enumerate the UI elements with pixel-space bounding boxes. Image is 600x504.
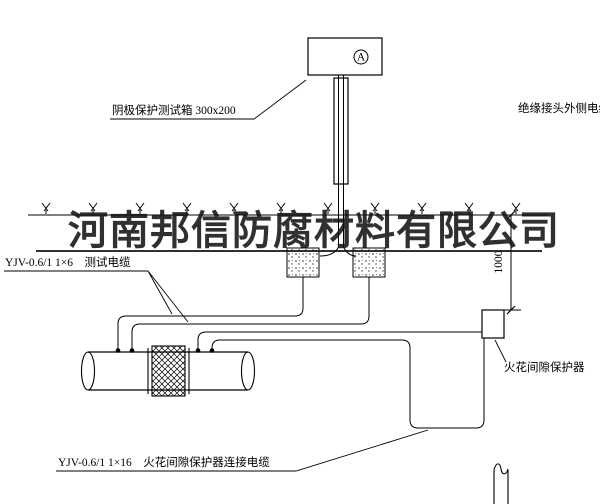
cable-protection-blocks	[286, 247, 386, 278]
label-test-cable: YJV-0.6/1 1×6 测试电缆	[5, 256, 131, 269]
connection-dot	[129, 348, 135, 353]
ammeter-symbol: A	[357, 52, 366, 64]
label-leaders	[4, 79, 507, 472]
watermark-text: 河南邦信防腐材料有限公司	[68, 208, 560, 253]
pipe-break-symbol	[493, 463, 509, 504]
test-cable-wire-2	[131, 277, 370, 351]
leader-connection-cable	[56, 429, 429, 472]
cable-wires	[117, 277, 485, 429]
connection-dot	[195, 348, 201, 353]
pipe-end-left	[80, 351, 96, 391]
watermark: 河南邦信防腐材料有限公司	[36, 208, 560, 253]
test-box: A	[307, 37, 383, 76]
dimension-line	[504, 210, 521, 315]
conduit-riser	[319, 75, 357, 257]
label-outer-cable: 绝缘接头外侧电缆	[518, 101, 600, 115]
leader-test-box	[110, 79, 307, 120]
leader-spark-gap	[494, 339, 507, 363]
spark-gap-wire-top	[197, 331, 482, 351]
spark-gap-protector-box	[481, 309, 505, 339]
label-connection-cable: YJV-0.6/1 1×16 火花间隙保护器连接电缆	[58, 455, 270, 469]
connection-dot	[209, 348, 215, 353]
cable-connection-dots	[115, 348, 215, 353]
connection-dot	[115, 348, 121, 353]
label-spark-gap: 火花间隙保护器	[504, 360, 585, 374]
insulating-joint	[151, 345, 186, 397]
pipe-end-right	[240, 351, 256, 391]
spark-gap-wire-bottom	[211, 338, 485, 429]
ammeter-circle	[353, 49, 369, 65]
dimension-label: 1000	[493, 250, 505, 273]
protection-block-left	[286, 247, 320, 278]
test-cable-wire-1	[117, 277, 304, 351]
leader-test-cable	[4, 270, 189, 323]
pipeline	[80, 345, 256, 397]
label-test-box: 阴极保护测试箱 300x200	[112, 103, 236, 117]
protection-block-right	[352, 247, 386, 278]
